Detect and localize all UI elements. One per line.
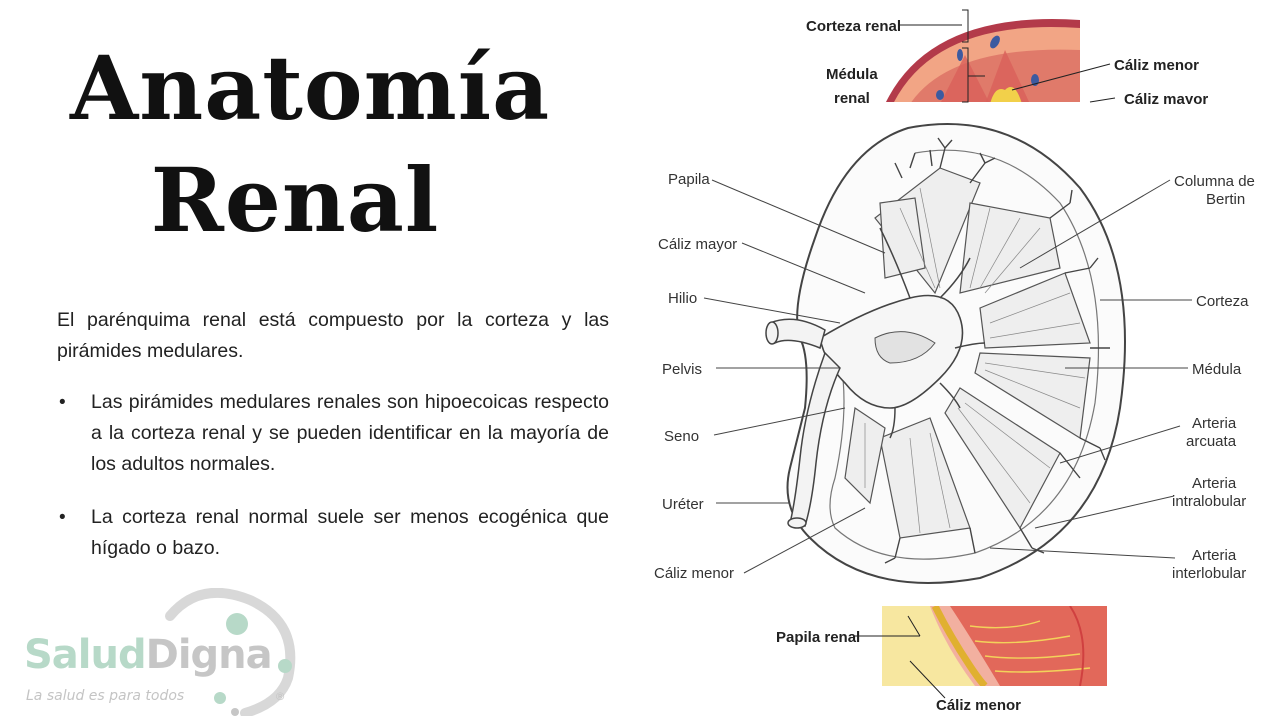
logo-tagline: La salud es para todos ® <box>26 688 286 704</box>
label-papila: Papila <box>668 171 710 188</box>
label-caliz-menor-top: Cáliz menor <box>1114 57 1199 74</box>
papilla-illustration: Papila renal Cáliz menor <box>776 606 1107 714</box>
bottom-papilla-figure: Papila renal Cáliz menor <box>770 606 1110 720</box>
label-interlobular: interlobular <box>1172 565 1246 582</box>
label-renal: renal <box>834 90 870 104</box>
registered-mark-icon: ® <box>274 690 286 703</box>
label-hilio: Hilio <box>668 290 697 307</box>
label-caliz-mayor: Cáliz mayor <box>658 236 737 253</box>
label-pelvis: Pelvis <box>662 361 702 378</box>
label-papila-renal: Papila renal <box>776 629 860 646</box>
bullet-item-2: • La corteza renal normal suele ser meno… <box>57 502 609 564</box>
label-corteza: Corteza <box>1196 293 1249 310</box>
intro-paragraph: El parénquima renal está compuesto por l… <box>57 309 609 362</box>
label-arteria-1: Arteria <box>1192 415 1237 432</box>
label-bertin: Bertin <box>1206 191 1245 208</box>
title-line-1: Anatomía <box>70 36 551 140</box>
kidney-diagram: Papila Cáliz mayor Hilio Pelvis Seno Uré… <box>640 108 1270 598</box>
page-title: Anatomía Renal <box>70 32 551 256</box>
top-kidney-illustration: Corteza renal Médula renal Cáliz menor C… <box>806 9 1208 104</box>
bullet-item-1: • Las pirámides medulares renales son hi… <box>57 387 609 480</box>
logo-tagline-text: La salud es para todos <box>26 688 185 704</box>
top-kidney-figure: Corteza renal Médula renal Cáliz menor C… <box>790 0 1220 104</box>
label-ureter: Uréter <box>662 496 704 513</box>
label-columna-de: Columna de <box>1174 173 1255 190</box>
label-medula-main: Médula <box>1192 361 1242 378</box>
label-intralobular: intralobular <box>1172 493 1246 510</box>
description-block: El parénquima renal está compuesto por l… <box>57 305 609 586</box>
label-arcuata: arcuata <box>1186 433 1237 450</box>
logo-brand-text: SaludDigna <box>24 632 273 678</box>
bullet-text-2: La corteza renal normal suele ser menos … <box>91 506 609 559</box>
label-arteria-3: Arteria <box>1192 547 1237 564</box>
kidney-section-illustration: Papila Cáliz mayor Hilio Pelvis Seno Uré… <box>654 123 1255 584</box>
bullet-icon: • <box>59 392 66 413</box>
logo-brand-part1: Salud <box>24 632 147 678</box>
logo-brand-part2: Digna <box>145 632 273 678</box>
bullet-icon: • <box>59 507 66 528</box>
label-caliz-mayor-top: Cáliz mayor <box>1124 91 1208 104</box>
label-medula: Médula <box>826 66 878 83</box>
label-caliz-menor-bottom: Cáliz menor <box>936 697 1021 714</box>
bullet-list: • Las pirámides medulares renales son hi… <box>57 387 609 564</box>
label-corteza-renal: Corteza renal <box>806 18 901 35</box>
bullet-text-1: Las pirámides medulares renales son hipo… <box>91 391 609 475</box>
title-line-2: Renal <box>150 148 440 252</box>
label-caliz-menor: Cáliz menor <box>654 565 734 582</box>
salud-digna-logo: SaludDigna La salud es para todos ® <box>20 588 310 716</box>
label-arteria-2: Arteria <box>1192 475 1237 492</box>
logo-mark-icon <box>165 588 296 716</box>
label-seno: Seno <box>664 428 699 445</box>
